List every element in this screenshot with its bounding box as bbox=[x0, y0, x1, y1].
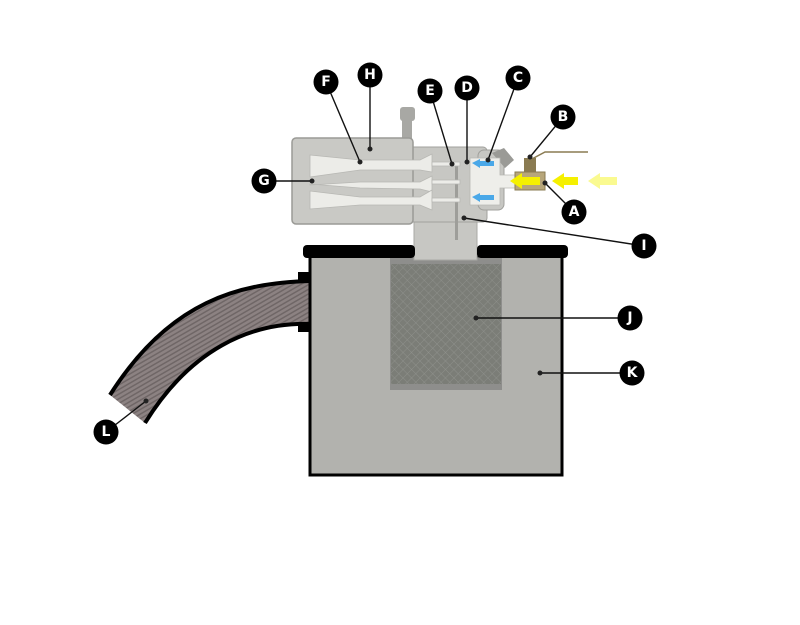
svg-text:C: C bbox=[513, 70, 523, 86]
ejector-nozzles bbox=[309, 153, 521, 211]
label-j: J bbox=[617, 305, 643, 331]
svg-text:D: D bbox=[461, 80, 473, 96]
label-l: L bbox=[93, 419, 119, 445]
svg-text:H: H bbox=[364, 67, 376, 83]
svg-text:I: I bbox=[641, 238, 646, 254]
label-i: I bbox=[631, 233, 657, 259]
svg-text:F: F bbox=[321, 74, 331, 90]
hose bbox=[108, 272, 311, 425]
label-d: D bbox=[454, 75, 480, 101]
label-g: G bbox=[251, 168, 277, 194]
label-f: F bbox=[313, 69, 339, 95]
label-c: C bbox=[505, 65, 531, 91]
svg-text:E: E bbox=[425, 83, 435, 99]
svg-text:A: A bbox=[569, 204, 580, 220]
tank-lid bbox=[303, 245, 568, 258]
svg-text:G: G bbox=[258, 173, 270, 189]
label-h: H bbox=[357, 62, 383, 88]
label-b: B bbox=[550, 104, 576, 130]
label-a: A bbox=[561, 199, 587, 225]
label-k: K bbox=[619, 360, 645, 386]
svg-text:K: K bbox=[627, 365, 639, 381]
svg-text:J: J bbox=[626, 310, 632, 326]
svg-text:L: L bbox=[102, 424, 111, 440]
label-e: E bbox=[417, 78, 443, 104]
filter-cartridge bbox=[390, 258, 502, 390]
svg-text:B: B bbox=[558, 109, 569, 125]
air-flow-arrows bbox=[510, 173, 617, 189]
